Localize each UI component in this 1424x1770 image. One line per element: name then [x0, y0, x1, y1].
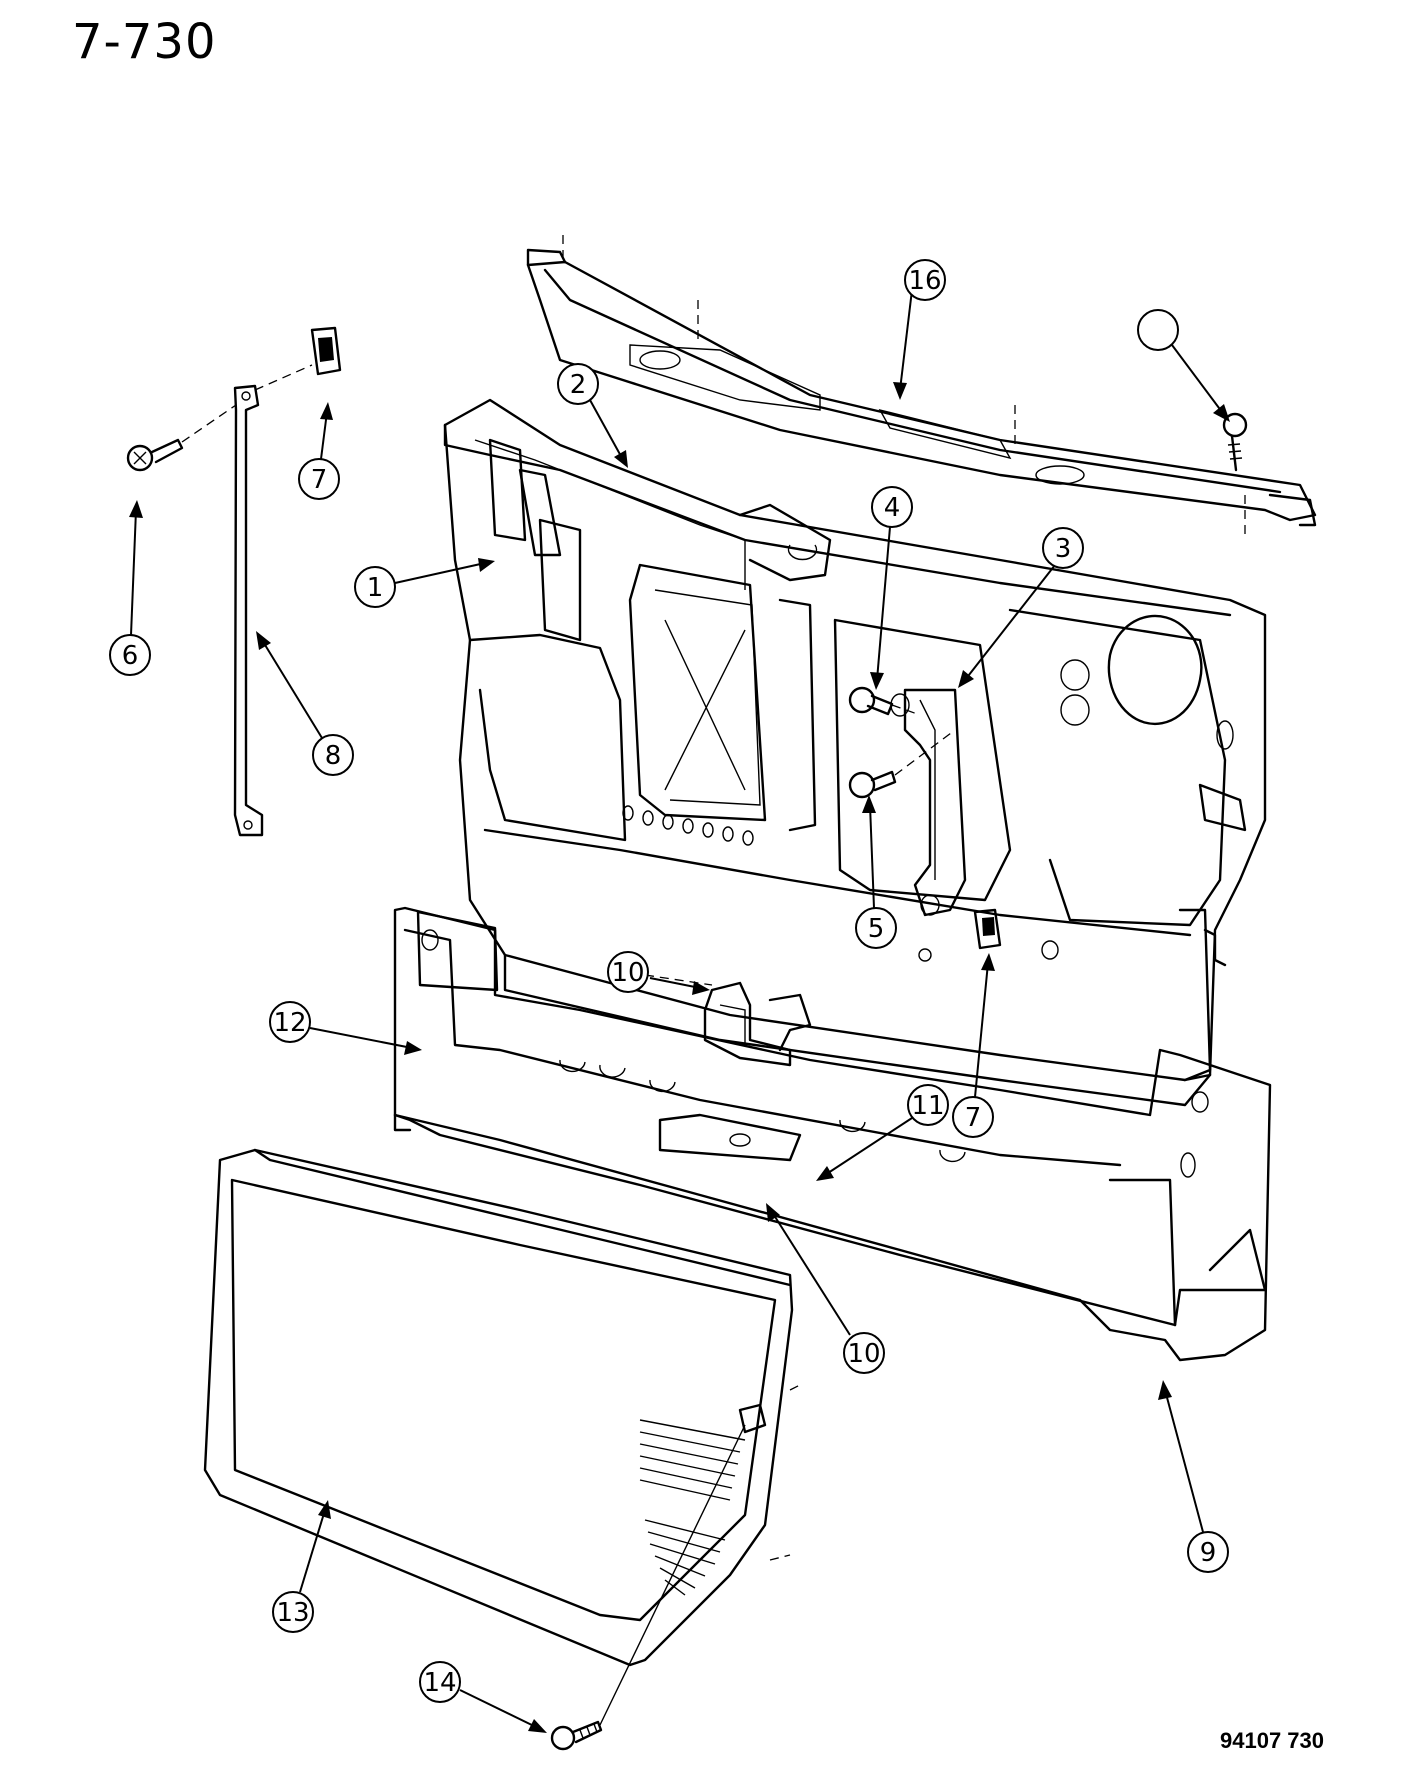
screw-left [126, 404, 237, 472]
lower-valance [393, 906, 1272, 1362]
callout-2: 2 [557, 363, 628, 468]
callout-3: 3 [958, 527, 1084, 688]
callout-10-lower: 10 [766, 1203, 885, 1374]
panel-holes [622, 805, 1059, 962]
callout-16 [1137, 309, 1230, 422]
callout-11: 11 [816, 1084, 949, 1181]
callout-9: 9 [1158, 1380, 1229, 1573]
callout-label: 10 [847, 1339, 880, 1369]
callout-14: 14 [419, 1661, 547, 1733]
callout-13: 13 [272, 1500, 331, 1633]
support-rod [233, 364, 313, 837]
crossmember-screw [1222, 412, 1248, 472]
callout-1: 1 [354, 558, 495, 608]
callout-label: 1 [367, 573, 384, 603]
figure-code: 94107 730 [1220, 1728, 1324, 1753]
callout-label: 16 [908, 266, 941, 296]
callout-4: 4 [870, 486, 913, 690]
center-small-bracket [703, 981, 812, 1067]
callout-label: 3 [1055, 534, 1072, 564]
callout-label: 13 [276, 1598, 309, 1628]
callout-label: 2 [570, 370, 587, 400]
callout-label: 4 [884, 493, 901, 523]
callout-6: 6 [109, 500, 151, 676]
radiator-support-panel [443, 398, 1267, 1107]
grille [203, 1148, 801, 1667]
callout-12: 12 [269, 1001, 422, 1055]
callout-label: 8 [325, 741, 342, 771]
callout-label: 9 [1200, 1538, 1217, 1568]
callout-label: 14 [423, 1668, 456, 1698]
callout-10-upper: 10 [607, 951, 710, 995]
clip-nut-lower [973, 908, 1002, 950]
clip-nut-upper [310, 326, 342, 376]
callout-7-lower: 7 [952, 953, 995, 1138]
callout-label: 11 [911, 1091, 944, 1121]
callout-8: 8 [256, 631, 354, 776]
upper-crossmember [526, 235, 1317, 540]
callout-label: 7 [965, 1103, 982, 1133]
callout-label: 10 [611, 958, 644, 988]
callout-15: 16 [893, 259, 946, 400]
callout-5: 5 [855, 795, 897, 949]
grille-screw [550, 1424, 746, 1751]
callout-label: 12 [273, 1008, 306, 1038]
callout-label: 6 [122, 641, 139, 671]
bolt-lower [848, 729, 956, 799]
callout-label: 7 [311, 465, 328, 495]
callout-7-upper: 7 [298, 402, 340, 500]
bolt-upper [848, 686, 921, 716]
callout-label: 5 [868, 914, 885, 944]
page-number: 7-730 [72, 14, 217, 70]
latch-bracket [890, 688, 967, 917]
